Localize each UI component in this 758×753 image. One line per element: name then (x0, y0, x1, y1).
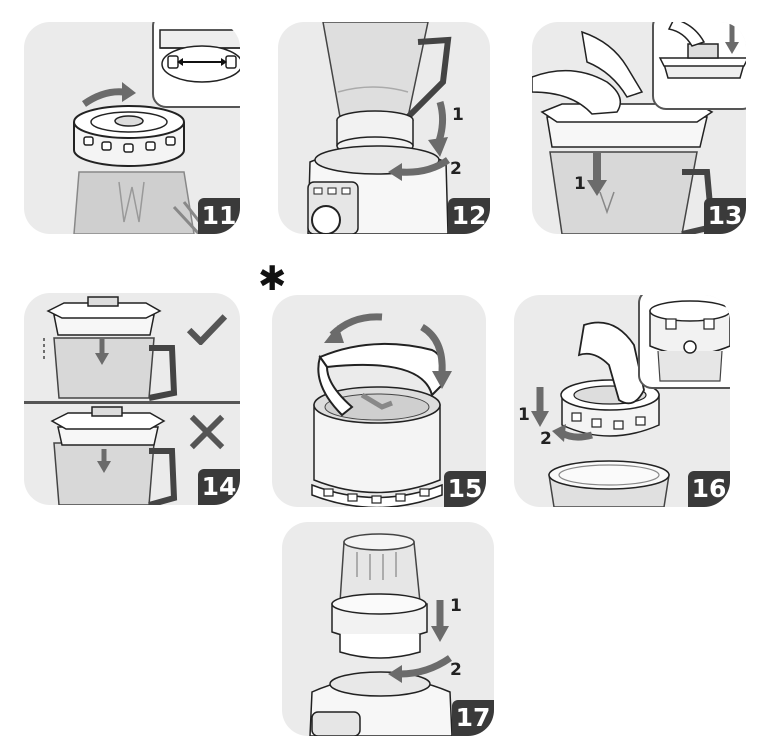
step-number-badge: 14 (198, 469, 240, 505)
lid-fit-comparison-illustration (43, 296, 178, 505)
step-number-badge: 12 (448, 198, 490, 234)
step-label-1: 1 (450, 596, 462, 616)
step-13-panel: 1 13 (532, 22, 746, 234)
seal-ring-illustration (311, 313, 452, 507)
small-cup-on-motor-base-illustration (309, 533, 453, 736)
step-12-panel: 1 2 12 (278, 22, 490, 234)
lid-placement-illustration (532, 30, 716, 234)
inset-lid-lock-detail (652, 22, 746, 110)
cross-icon (189, 414, 225, 450)
comparison-divider (24, 401, 240, 404)
step-17-panel: 1 2 17 (282, 522, 494, 736)
inset-blade-ring-detail (638, 295, 730, 389)
step-label-1: 1 (452, 105, 464, 125)
step-number-badge: 16 (688, 471, 730, 507)
step-label-2: 2 (450, 159, 462, 179)
step-11-panel: 11 (24, 22, 240, 234)
step-number-badge: 11 (198, 198, 240, 234)
step-label-2: 2 (450, 660, 462, 680)
blade-ring-on-small-cup-illustration (531, 321, 670, 507)
step-15-panel: 15 (272, 295, 486, 507)
step-number-badge: 17 (452, 700, 494, 736)
jar-on-motor-base-illustration (307, 22, 452, 234)
step-number-badge: 15 (444, 471, 486, 507)
step-label-2: 2 (540, 429, 552, 449)
inset-alignment-detail (152, 22, 240, 108)
optional-step-marker: ✱ (258, 259, 287, 299)
check-icon (186, 314, 228, 345)
step-14-panel: 14 (24, 293, 240, 505)
step-16-panel: 1 2 16 (514, 295, 730, 507)
step-label-1: 1 (574, 174, 586, 194)
step-number-badge: 13 (704, 198, 746, 234)
blade-ring-on-jar-illustration (73, 82, 211, 234)
step-label-1: 1 (518, 405, 530, 425)
